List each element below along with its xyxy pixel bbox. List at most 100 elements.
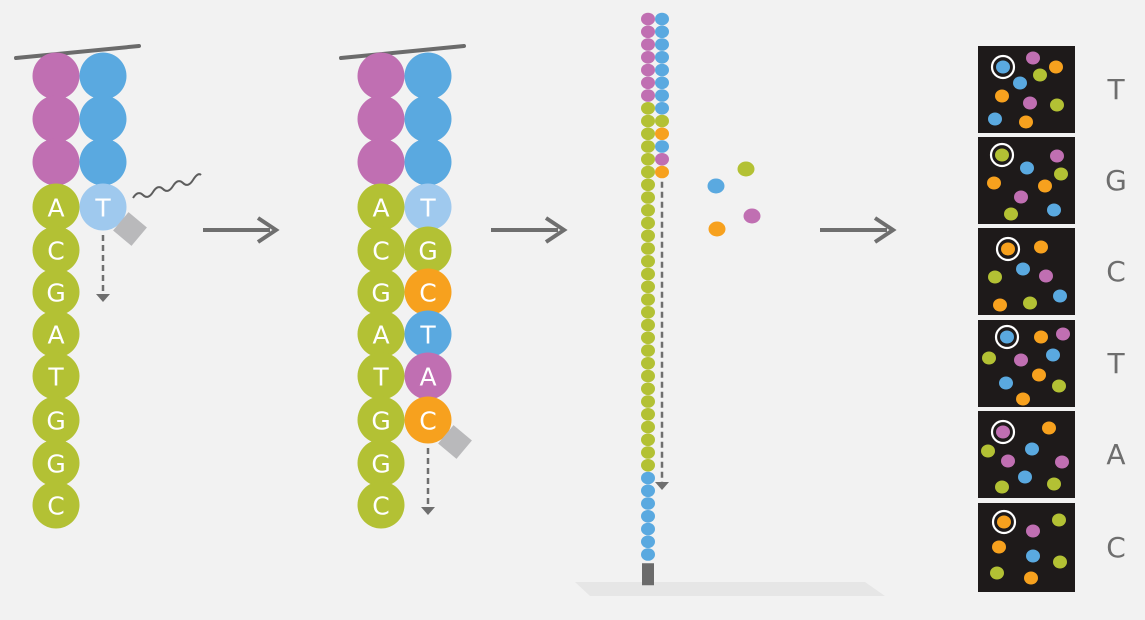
incorporated-base-letter: C — [419, 279, 436, 308]
template-base — [357, 439, 405, 487]
cluster-dot — [1001, 454, 1015, 468]
arrowhead-down-icon — [96, 294, 110, 302]
cluster-dot — [1042, 421, 1056, 435]
template-base-letter: T — [372, 363, 389, 392]
strand-base — [641, 484, 655, 498]
cluster-dot — [1026, 51, 1040, 65]
cluster-dot — [1052, 379, 1066, 393]
template-base-letter: C — [47, 237, 64, 266]
synthesized-base — [655, 127, 669, 141]
terminator-tag-icon — [438, 425, 472, 459]
synthesized-base — [655, 38, 669, 51]
strand-base — [641, 420, 655, 434]
template-base-letter: G — [371, 279, 390, 308]
cluster-dot — [996, 60, 1010, 74]
cluster-dot — [988, 270, 1002, 284]
anchor-post — [642, 563, 654, 586]
adapter-base — [32, 138, 80, 186]
template-base-letter: G — [371, 407, 390, 436]
strand-base — [641, 50, 655, 64]
highlighted-cluster-ring — [991, 509, 1017, 535]
step3-cluster-strand — [575, 12, 885, 596]
cluster-dot — [1013, 76, 1027, 90]
flow-cell-surface — [14, 44, 141, 60]
template-base-letter: C — [47, 492, 64, 521]
synthesized-base — [655, 114, 669, 128]
cluster-dot — [1023, 296, 1037, 310]
template-base — [357, 268, 405, 316]
strand-base — [641, 89, 655, 102]
strand-base — [641, 395, 655, 408]
cluster-dot — [1019, 115, 1033, 129]
cluster-dot — [1047, 203, 1061, 217]
cluster-dot — [1053, 555, 1067, 569]
cluster-dot — [1018, 470, 1032, 484]
cluster-dot — [1016, 262, 1030, 276]
strand-base — [641, 127, 655, 141]
strand-base — [641, 203, 655, 217]
cluster-dot — [1034, 330, 1048, 344]
base-call-letter: C — [1106, 255, 1126, 288]
cluster-dot — [988, 112, 1002, 126]
base-call-letter: A — [1106, 438, 1125, 471]
cycle-image-5 — [978, 411, 1075, 498]
cluster-dot — [1050, 149, 1064, 163]
synthesized-base — [655, 101, 669, 115]
template-base-letter: G — [371, 450, 390, 479]
strand-base — [641, 101, 655, 115]
template-base-letter: A — [372, 321, 389, 350]
template-base — [32, 481, 80, 529]
primer-base — [79, 95, 127, 143]
incorporated-base-letter: C — [419, 407, 436, 436]
incorporated-base-letter: T — [94, 194, 111, 223]
cluster-dot — [1026, 524, 1040, 538]
synthesized-base — [655, 152, 669, 166]
strand-base — [641, 458, 655, 472]
cluster-dot — [1054, 167, 1068, 181]
strand-base — [641, 12, 655, 26]
incorporated-base-letter: T — [419, 194, 436, 223]
template-base-letter: T — [47, 363, 64, 392]
template-base — [357, 396, 405, 444]
cluster-dot — [990, 566, 1004, 580]
highlighted-cluster-ring — [995, 236, 1021, 262]
strand-base — [641, 25, 655, 39]
strand-base — [641, 305, 655, 319]
fluorescence-signal-icon — [132, 173, 202, 199]
template-base-letter: G — [46, 450, 65, 479]
cluster-dot — [1025, 442, 1039, 456]
primer-base — [79, 52, 127, 100]
cycle-image-2 — [978, 137, 1075, 224]
adapter-base — [32, 95, 80, 143]
strand-base — [641, 229, 655, 243]
strand-base — [641, 140, 655, 153]
cluster-dot — [999, 376, 1013, 390]
template-base — [32, 439, 80, 487]
cluster-dot — [1050, 98, 1064, 112]
synthesized-base — [655, 89, 669, 102]
flow-cell-surface — [339, 44, 466, 60]
incorporated-base — [404, 352, 452, 400]
synthesized-base — [655, 76, 669, 90]
cluster-dot — [1026, 549, 1040, 563]
flow-cell-floor — [575, 582, 885, 596]
incorporated-base — [404, 396, 452, 444]
cluster-dot — [1039, 269, 1053, 283]
strand-base — [641, 471, 655, 485]
template-base-letter: A — [47, 194, 64, 223]
template-base — [32, 268, 80, 316]
template-base-letter: G — [46, 279, 65, 308]
synthesized-base — [655, 165, 669, 179]
cluster-dot — [1055, 455, 1069, 469]
cluster-dot — [992, 540, 1006, 554]
strand-base — [641, 152, 655, 166]
incorporated-base — [404, 310, 452, 358]
strand-base — [641, 242, 655, 255]
cluster-dot — [1052, 513, 1066, 527]
cluster-dot — [1014, 190, 1028, 204]
strand-base — [641, 178, 655, 192]
cluster-dot — [995, 480, 1009, 494]
highlighted-cluster-ring — [994, 324, 1020, 350]
